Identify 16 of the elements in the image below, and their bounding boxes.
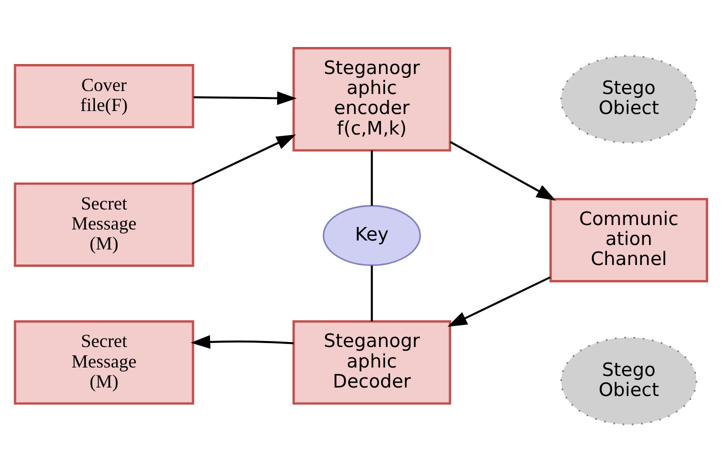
arrow xyxy=(448,276,551,326)
node-box: Cover file(F) xyxy=(14,64,194,128)
node-box: Steganogr aphic encoder f(c,M,k) xyxy=(292,46,452,152)
node-box: Steganogr aphic Decoder xyxy=(292,320,452,404)
node-ellipse: Stego Obiect xyxy=(560,54,698,144)
arrow xyxy=(190,334,294,348)
node-ellipse: Key xyxy=(322,204,421,266)
arrow xyxy=(450,140,556,200)
node-box: Communic ation Channel xyxy=(549,197,708,282)
node-ellipse: Stego Obiect xyxy=(560,336,698,425)
arrow xyxy=(192,134,296,184)
connector xyxy=(370,150,373,206)
node-box: Secret Message (M) xyxy=(14,320,194,404)
connector xyxy=(370,265,373,321)
arrow xyxy=(194,90,297,105)
node-box: Secret Message (M) xyxy=(14,182,194,266)
